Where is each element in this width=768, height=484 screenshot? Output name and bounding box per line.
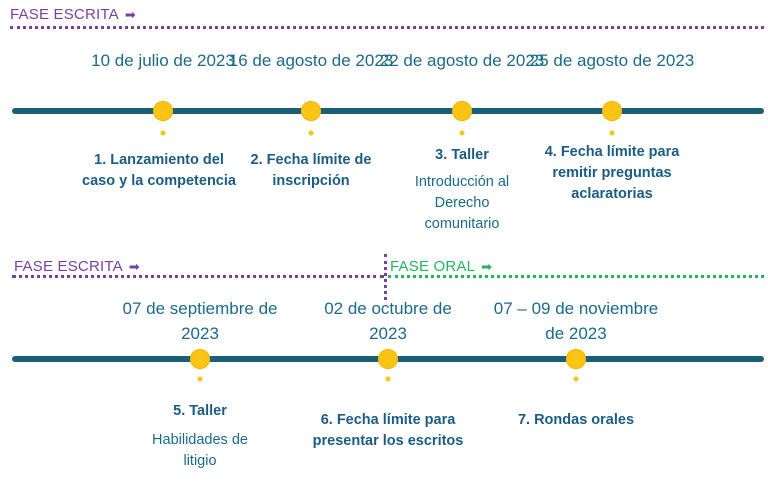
milestone-5-marker <box>190 349 210 369</box>
phase-label-oral: FASE ORAL➡ <box>390 258 493 275</box>
event-1-title: 1. Lanzamiento del caso y la competencia <box>82 152 236 189</box>
phase-divider-oral <box>388 275 764 278</box>
event-2-title: 2. Fecha límite de inscripción <box>250 152 372 189</box>
arrow-right-icon: ➡ <box>481 259 493 274</box>
event-4-title: 4. Fecha límite para remitir preguntas a… <box>544 144 680 202</box>
phase-label-escrita-top: FASE ESCRITA➡ <box>10 6 136 23</box>
event-5-date: 07 de septiembre de 2023 <box>122 299 278 343</box>
milestone-3-pointer <box>459 130 465 136</box>
arrow-right-icon: ➡ <box>124 7 136 22</box>
milestone-6-pointer <box>385 376 391 382</box>
milestone-2-marker <box>301 101 321 121</box>
event-3-date: 22 de agosto de 2023 <box>379 51 545 70</box>
event-6-date: 02 de octubre de 2023 <box>324 299 452 343</box>
event-1-date: 10 de julio de 2023 <box>91 51 235 70</box>
phase-divider-escrita-top <box>10 26 764 29</box>
milestone-4-marker <box>602 101 622 121</box>
event-7-title: 7. Rondas orales <box>517 412 635 428</box>
milestone-7-pointer <box>573 376 579 382</box>
milestone-1-marker <box>153 101 173 121</box>
phase-boundary-line <box>384 254 387 300</box>
milestone-2-pointer <box>308 130 314 136</box>
event-3-desc: Introducción al Derecho comunitario <box>414 174 510 232</box>
phase-label-escrita-bottom: FASE ESCRITA➡ <box>14 258 140 275</box>
event-6-title: 6. Fecha límite para presentar los escri… <box>312 412 464 449</box>
milestone-7-marker <box>566 349 586 369</box>
event-5-desc: Habilidades de litigio <box>152 432 248 469</box>
milestone-3-marker <box>452 101 472 121</box>
milestone-1-pointer <box>160 130 166 136</box>
milestone-6-marker <box>378 349 398 369</box>
timeline-track-top <box>12 108 764 114</box>
phase-divider-escrita-bottom <box>12 275 384 278</box>
event-3-title: 3. Taller <box>435 147 489 163</box>
event-2-date: 16 de agosto de 2023 <box>228 51 394 70</box>
event-5-title: 5. Taller <box>173 403 227 419</box>
event-7-date: 07 – 09 de noviembre de 2023 <box>493 299 659 343</box>
arrow-right-icon: ➡ <box>128 259 140 274</box>
milestone-5-pointer <box>197 376 203 382</box>
milestone-4-pointer <box>609 130 615 136</box>
event-4-date: 25 de agosto de 2023 <box>529 51 695 70</box>
